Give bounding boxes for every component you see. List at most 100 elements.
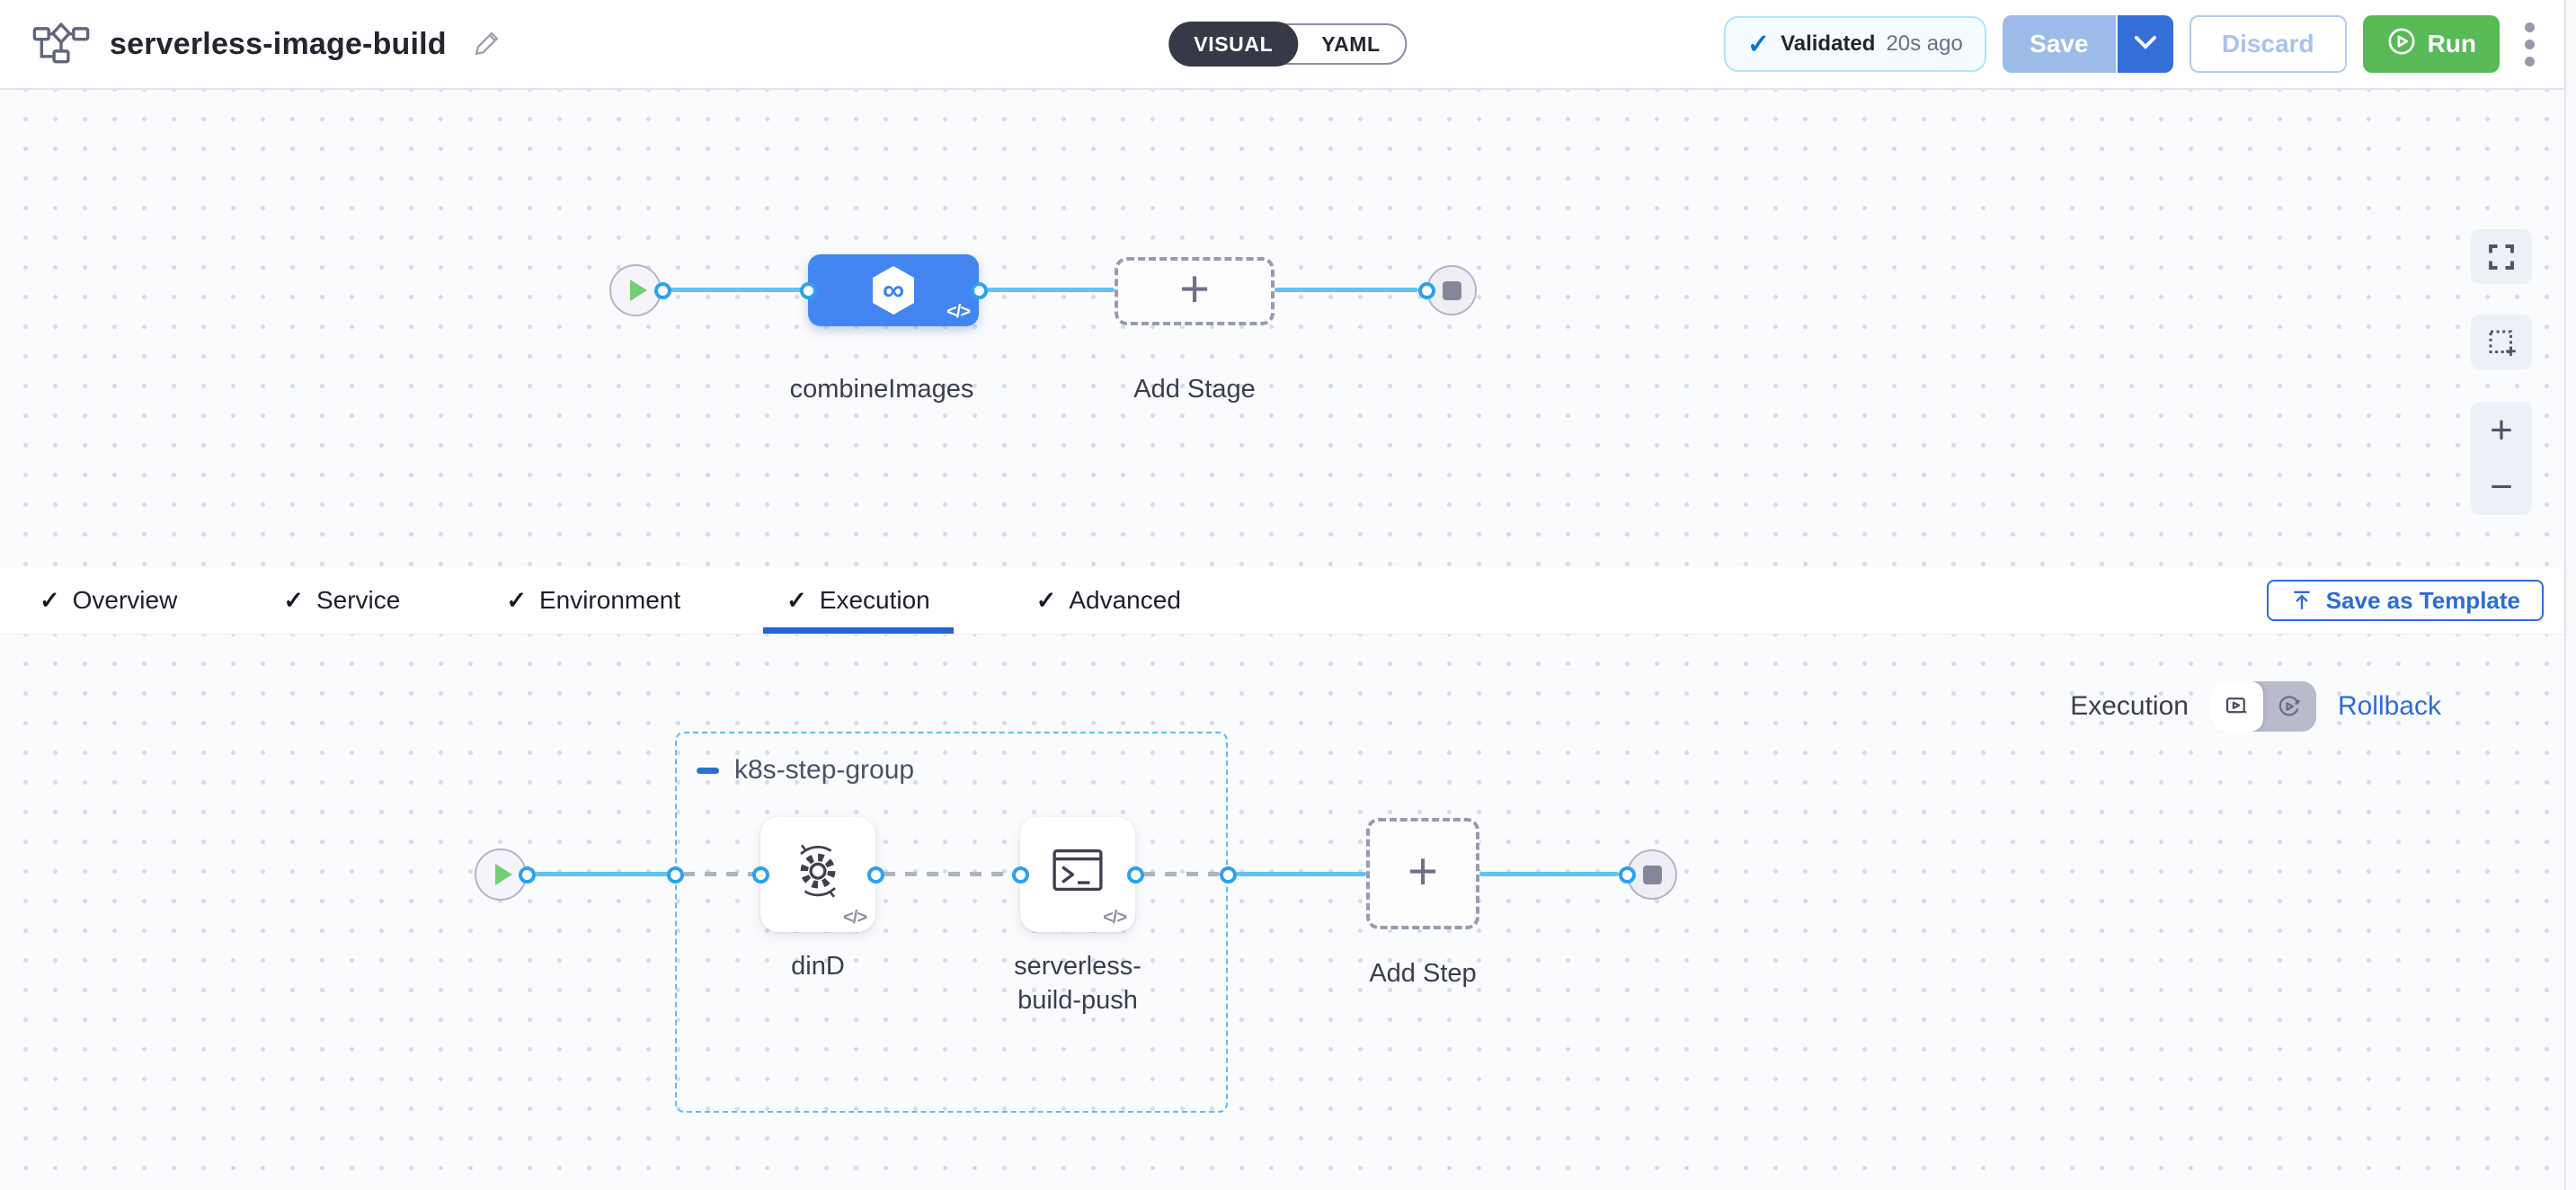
zoom-out-button[interactable]: − bbox=[2490, 464, 2513, 509]
pipeline-icon bbox=[32, 20, 90, 69]
connector-port[interactable] bbox=[971, 282, 988, 299]
connector-port[interactable] bbox=[867, 866, 884, 884]
connector-line bbox=[1236, 872, 1366, 876]
edit-pencil-icon[interactable] bbox=[474, 28, 502, 61]
execution-start-node[interactable] bbox=[475, 848, 527, 901]
connector-port[interactable] bbox=[1619, 866, 1636, 884]
execution-view-button[interactable] bbox=[2209, 681, 2263, 732]
connector-port[interactable] bbox=[654, 282, 671, 299]
title-group: serverless-image-build bbox=[32, 20, 502, 69]
page-scrollbar[interactable] bbox=[2564, 0, 2576, 1190]
execution-canvas[interactable]: Execution Rollback bbox=[0, 635, 2576, 1190]
collapse-icon[interactable] bbox=[697, 768, 719, 774]
check-icon: ✓ bbox=[1035, 586, 1057, 614]
tab-execution[interactable]: ✓ Execution bbox=[763, 567, 954, 634]
connector-port[interactable] bbox=[1418, 282, 1435, 299]
infinity-glyph: ∞ bbox=[882, 273, 905, 307]
tab-service[interactable]: ✓ Service bbox=[283, 567, 400, 634]
stop-icon bbox=[1642, 865, 1662, 884]
tab-overview[interactable]: ✓ Overview bbox=[40, 567, 177, 634]
stage-config-tabbar: ✓ Overview ✓ Service ✓ Environment ✓ Exe… bbox=[0, 567, 2576, 635]
ci-stage-icon: ∞ bbox=[870, 265, 917, 315]
connector-line bbox=[1275, 288, 1418, 292]
header-bar: serverless-image-build VISUAL YAML ✓ Val… bbox=[0, 0, 2576, 90]
rollback-link[interactable]: Rollback bbox=[2337, 691, 2441, 721]
check-icon: ✓ bbox=[506, 586, 527, 614]
save-button[interactable]: Save bbox=[2002, 15, 2116, 73]
page-title: serverless-image-build bbox=[110, 26, 447, 61]
tab-label: Execution bbox=[819, 586, 930, 614]
connector-port[interactable] bbox=[519, 866, 536, 884]
discard-button[interactable]: Discard bbox=[2189, 15, 2347, 73]
check-icon: ✓ bbox=[40, 586, 60, 614]
multi-select-button[interactable] bbox=[2471, 315, 2532, 369]
run-play-icon bbox=[2386, 26, 2417, 63]
start-play-icon bbox=[629, 280, 647, 301]
run-button[interactable]: Run bbox=[2362, 15, 2500, 73]
add-step-label[interactable]: Add Step bbox=[1369, 959, 1477, 988]
connector-port[interactable] bbox=[1220, 866, 1237, 884]
stage-canvas[interactable]: ∞ </> + combineImages Add Stage bbox=[0, 90, 2576, 567]
toggle-yaml[interactable]: YAML bbox=[1321, 31, 1381, 56]
pipeline-start-node[interactable] bbox=[609, 264, 662, 316]
tab-advanced[interactable]: ✓ Advanced bbox=[1036, 567, 1181, 634]
execution-rollback-toggle bbox=[2209, 681, 2316, 732]
step-group-name[interactable]: k8s-step-group bbox=[734, 755, 915, 785]
fit-to-screen-button[interactable] bbox=[2471, 229, 2532, 284]
zoom-controls: + − bbox=[2471, 402, 2532, 515]
tab-environment[interactable]: ✓ Environment bbox=[506, 567, 680, 634]
save-as-template-button[interactable]: Save as Template bbox=[2266, 580, 2544, 621]
tabbar-spacer bbox=[1287, 567, 2267, 634]
header-actions: ✓ Validated 20s ago Save Discard bbox=[1723, 15, 2544, 73]
add-step-button[interactable]: + bbox=[1366, 818, 1479, 929]
code-badge-icon: </> bbox=[1103, 908, 1127, 928]
dashed-connector-line bbox=[884, 872, 1020, 876]
step-node-dind[interactable]: </> bbox=[760, 817, 875, 932]
step-label-dind[interactable]: dinD bbox=[791, 952, 845, 981]
connector-line bbox=[1479, 872, 1619, 876]
connector-port[interactable] bbox=[1012, 866, 1029, 884]
zoom-in-button[interactable]: + bbox=[2490, 407, 2513, 452]
connector-line bbox=[535, 872, 675, 876]
step-node-serverless-build-push[interactable]: </> bbox=[1020, 817, 1135, 932]
terminal-run-step-icon bbox=[1053, 848, 1103, 891]
plus-icon: + bbox=[1408, 842, 1438, 901]
stage-node-combineimages[interactable]: ∞ </> bbox=[808, 254, 979, 326]
rollback-view-button[interactable] bbox=[2263, 681, 2316, 732]
pipeline-end-node bbox=[1426, 265, 1477, 315]
tab-label: Overview bbox=[72, 586, 178, 614]
fullscreen-icon bbox=[2489, 244, 2514, 270]
dind-gear-sync-icon bbox=[800, 844, 836, 898]
check-icon: ✓ bbox=[283, 586, 304, 614]
add-stage-label[interactable]: Add Stage bbox=[1133, 375, 1256, 404]
validated-badge[interactable]: ✓ Validated 20s ago bbox=[1723, 16, 1986, 72]
validated-label: Validated bbox=[1781, 31, 1876, 56]
visual-yaml-toggle: VISUAL YAML bbox=[1168, 22, 1408, 67]
code-badge-icon: </> bbox=[946, 302, 971, 322]
chevron-down-icon bbox=[2134, 35, 2157, 54]
connector-port[interactable] bbox=[1127, 866, 1144, 884]
code-badge-icon: </> bbox=[843, 908, 867, 928]
stage-label[interactable]: combineImages bbox=[789, 375, 974, 404]
connector-port[interactable] bbox=[667, 866, 684, 884]
check-icon: ✓ bbox=[1746, 29, 1771, 59]
execution-view-label: Execution bbox=[2070, 691, 2189, 721]
upload-icon bbox=[2294, 591, 2310, 609]
step-label-serverless[interactable]: serverless-build-push bbox=[1014, 952, 1141, 1015]
save-as-template-label: Save as Template bbox=[2325, 586, 2520, 614]
plus-icon: + bbox=[1179, 260, 1210, 318]
save-dropdown-button[interactable] bbox=[2115, 15, 2173, 73]
marquee-select-icon bbox=[2489, 330, 2516, 356]
step-group-box[interactable]: k8s-step-group bbox=[675, 732, 1228, 1113]
validated-time: 20s ago bbox=[1886, 31, 1963, 56]
toggle-visual[interactable]: VISUAL bbox=[1168, 22, 1299, 67]
stop-icon bbox=[1442, 280, 1461, 300]
rollback-view-icon bbox=[2279, 696, 2301, 716]
more-options-kebab-icon[interactable] bbox=[2516, 17, 2544, 72]
connector-port[interactable] bbox=[752, 866, 769, 884]
dashed-connector-line bbox=[683, 872, 760, 876]
add-stage-button[interactable]: + bbox=[1115, 257, 1275, 325]
connector-port[interactable] bbox=[800, 282, 817, 299]
tab-label: Advanced bbox=[1069, 586, 1181, 614]
